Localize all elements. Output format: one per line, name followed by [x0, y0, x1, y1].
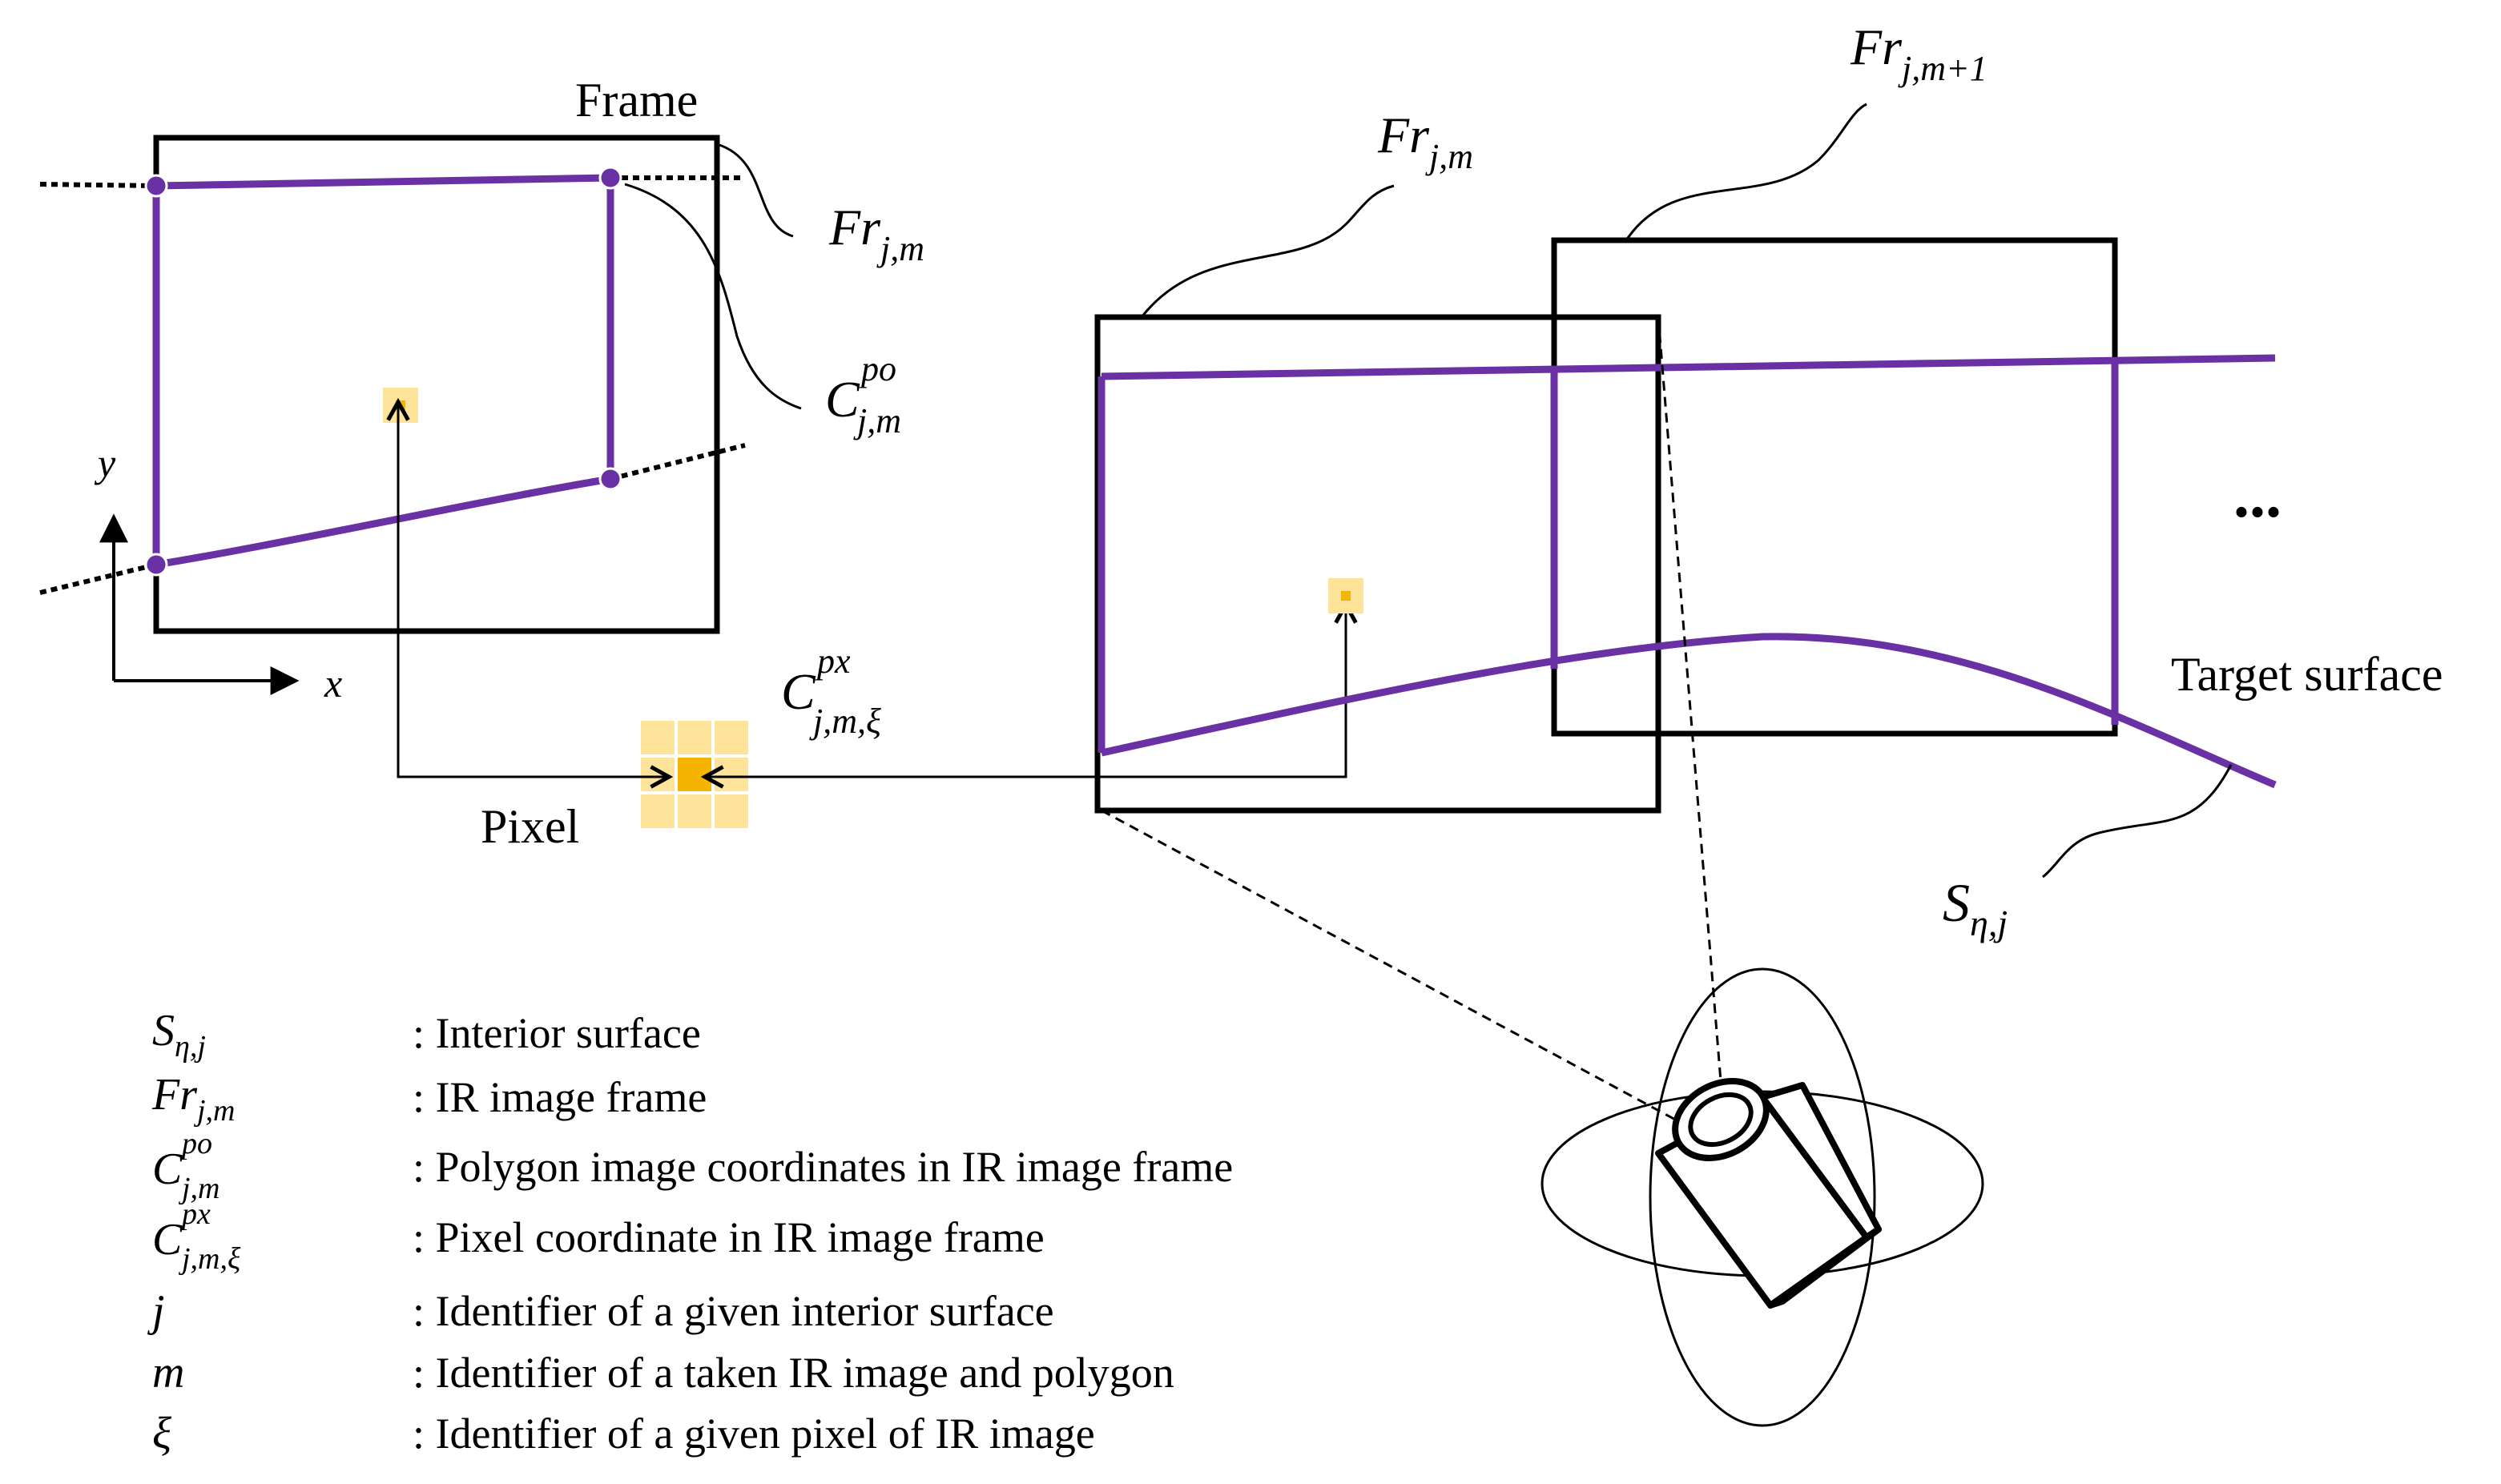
svg-text:: Interior surface: : Interior surface: [413, 1009, 701, 1057]
polygon-vertex: [144, 553, 168, 577]
pixel-mapping-arrow-left: [398, 402, 669, 777]
x-axis-label: x: [324, 661, 342, 706]
svg-text:: Identifier of a given interi: : Identifier of a given interior surface: [413, 1287, 1054, 1335]
image-frame-m: [1094, 314, 1661, 814]
legend: Sη,j : Interior surface Frj,m : IR image…: [147, 1006, 1233, 1458]
polygon-vertex: [598, 467, 622, 491]
legend-item: Frj,m : IR image frame: [151, 1070, 707, 1128]
callout-line-s: [2042, 764, 2233, 879]
pixel-marker-right-center: [1341, 591, 1351, 601]
legend-item: Sη,j : Interior surface: [152, 1006, 701, 1064]
left-panel: y x Frame Frj,m C po j,m Pixel: [39, 74, 1346, 853]
surface-edge-bottom: [1101, 633, 2277, 789]
callout-cpo: C po j,m: [825, 349, 901, 440]
svg-text:C px j,m,ξ: C px j,m,ξ: [152, 1197, 241, 1276]
legend-item: ξ : Identifier of a given pixel of IR im…: [152, 1409, 1095, 1458]
svg-text:: Pixel coordinate in IR image: : Pixel coordinate in IR image frame: [413, 1213, 1045, 1261]
polygon-vertex: [144, 174, 168, 198]
dotted-extension-bottom-left: [39, 562, 157, 595]
legend-item: j : Identifier of a given interior surfa…: [147, 1286, 1054, 1336]
view-line-left: [1101, 809, 1679, 1123]
image-frame: [153, 135, 720, 634]
svg-text:: IR image frame: : IR image frame: [413, 1073, 707, 1121]
dotted-extension-bottom-right: [610, 443, 746, 481]
svg-text:ξ: ξ: [152, 1409, 171, 1458]
ir-camera-icon: [1540, 967, 1984, 1427]
label-s-eta-j: Sη,j: [1943, 872, 2008, 943]
surface-edge-top: [1101, 354, 2276, 380]
view-line-right: [1657, 316, 1722, 1082]
legend-item: C px j,m,ξ : Pixel coordinate in IR imag…: [152, 1197, 1045, 1276]
label-fr-m-plus-1: Frj,m+1: [1850, 18, 1988, 88]
continuation-ellipsis: ...: [2233, 460, 2282, 531]
svg-text:m: m: [152, 1348, 184, 1398]
svg-text:Sη,j: Sη,j: [152, 1006, 206, 1064]
legend-item: m : Identifier of a taken IR image and p…: [152, 1348, 1174, 1398]
polygon-outline: [152, 174, 614, 569]
callout-line-cpo: [624, 183, 802, 410]
polygon-vertex: [598, 166, 622, 190]
svg-text:: Identifier of a taken IR ima: : Identifier of a taken IR image and pol…: [413, 1349, 1174, 1397]
callout-line-fr-m: [1140, 184, 1395, 318]
svg-text:: Identifier of a given pixel: : Identifier of a given pixel of IR imag…: [413, 1410, 1095, 1458]
frame-label: Frame: [575, 74, 698, 127]
legend-item: C po j,m : Polygon image coordinates in …: [152, 1127, 1233, 1205]
svg-text:: Polygon image coordinates in: : Polygon image coordinates in IR image …: [413, 1143, 1233, 1191]
callout-line-fr: [716, 143, 794, 238]
svg-text:j: j: [147, 1286, 165, 1336]
target-surface-label: Target surface: [2171, 648, 2443, 701]
image-frame-m-plus-1: [1551, 237, 2118, 737]
label-fr-m: Frj,m: [1377, 107, 1473, 176]
pixel-label: Pixel: [481, 800, 579, 853]
right-panel: Frj,m Frj,m+1 ... Target surface Sη,j: [1094, 18, 2443, 1427]
y-axis-label: y: [94, 440, 116, 485]
callout-line-fr-m1: [1625, 103, 1867, 241]
pixel-grid: [641, 721, 748, 828]
svg-text:Frj,m: Frj,m: [151, 1070, 236, 1128]
callout-cpx: C px j,m,ξ: [781, 641, 881, 741]
dotted-extension-top-left: [39, 182, 157, 188]
svg-text:C po j,m: C po j,m: [152, 1127, 220, 1205]
callout-fr: Frj,m: [828, 199, 924, 268]
pixel-mapping-arrow-right: [705, 605, 1346, 777]
